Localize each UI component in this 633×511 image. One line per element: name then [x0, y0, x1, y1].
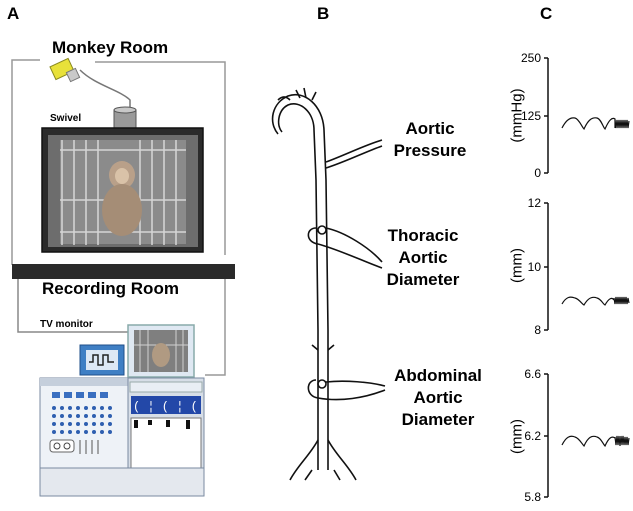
- tv-monitor-label: TV monitor: [40, 319, 93, 330]
- pressure-unit-label: (mmHg): [508, 88, 526, 143]
- tv-monitor-icon: [127, 324, 195, 378]
- monkey-cage-photo: [41, 127, 204, 253]
- pressure-tick-mid: 125: [520, 109, 541, 123]
- abdominal-diameter-label: Abdominal Aortic Diameter: [394, 366, 482, 429]
- swivel-label: Swivel: [50, 113, 82, 124]
- pressure-tick-max: 250: [520, 51, 541, 65]
- thoracic-tick-min: 8: [534, 323, 541, 337]
- panel-label-b: B: [317, 4, 330, 23]
- abdominal-tick-mid: 6.2: [524, 429, 541, 443]
- recording-room-title: Recording Room: [42, 279, 179, 298]
- monkey-room-title: Monkey Room: [52, 38, 169, 57]
- pressure-tick-min: 0: [534, 166, 541, 180]
- abdominal-trace: [561, 435, 616, 448]
- plug-icon: [49, 57, 81, 83]
- thoracic-tick-max: 12: [527, 196, 541, 210]
- abdominal-tick-max: 6.6: [524, 367, 541, 381]
- aortic-pressure-label: Aortic Pressure: [393, 119, 467, 160]
- thoracic-unit-label: (mm): [508, 248, 526, 283]
- abdominal-tick-min: 5.8: [524, 490, 541, 504]
- swivel-icon: [113, 106, 137, 131]
- panel-label-c: C: [540, 4, 553, 23]
- oscilloscope-icon: [79, 344, 125, 376]
- svg-text:( ¦ ( ¦ (: ( ¦ ( ¦ (: [133, 400, 198, 414]
- pressure-trace: [561, 117, 616, 131]
- thoracic-tick-mid: 10: [527, 260, 541, 274]
- panel-label-a: A: [7, 4, 20, 23]
- abdominal-unit-label: (mm): [508, 419, 526, 454]
- thoracic-diameter-label: Thoracic Aortic Diameter: [386, 226, 460, 289]
- thoracic-trace: [561, 296, 615, 306]
- recording-console-icon: [39, 377, 129, 469]
